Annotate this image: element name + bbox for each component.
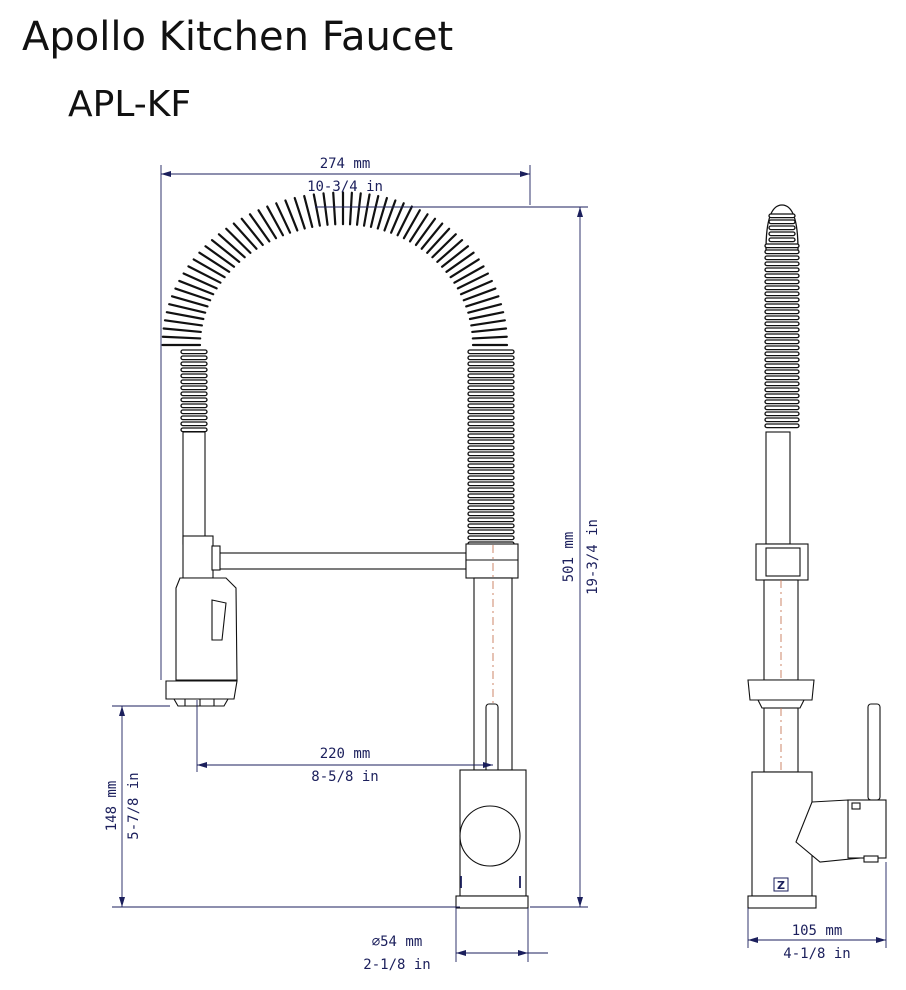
spring-coil-front bbox=[161, 191, 515, 547]
pull-down-hose bbox=[182, 431, 206, 545]
valve-cap bbox=[459, 805, 521, 867]
dimension-reach: 220 mm 8-5/8 in bbox=[196, 700, 493, 785]
dimension-depth: 105 mm 4-1/8 in bbox=[747, 862, 887, 962]
base-metric: ∅54 mm bbox=[372, 934, 423, 950]
model-number: APL-KF bbox=[68, 84, 192, 125]
spray-head-front bbox=[165, 535, 238, 707]
dimension-base: ∅54 mm 2-1/8 in bbox=[363, 908, 548, 973]
height-imperial: 19-3/4 in bbox=[585, 519, 601, 595]
side-hose bbox=[765, 431, 791, 545]
base-imperial: 2-1/8 in bbox=[363, 957, 430, 973]
side-spray-ring bbox=[747, 679, 815, 701]
dimension-spout-height: 148 mm 5-7/8 in bbox=[104, 705, 460, 908]
side-view: Z bbox=[747, 204, 887, 909]
page-title: Apollo Kitchen Faucet bbox=[22, 14, 454, 60]
side-lever-handle bbox=[867, 703, 881, 801]
spout-collar bbox=[465, 543, 519, 579]
dimension-width: 274 mm 10-3/4 in bbox=[160, 156, 531, 680]
spout-height-imperial: 5-7/8 in bbox=[126, 772, 142, 839]
spring-coil-side bbox=[764, 204, 800, 429]
depth-metric: 105 mm bbox=[792, 923, 843, 939]
front-view bbox=[161, 191, 529, 909]
depth-imperial: 4-1/8 in bbox=[783, 946, 850, 962]
connector-bar bbox=[213, 552, 467, 570]
side-base-plate bbox=[747, 895, 817, 909]
width-metric: 274 mm bbox=[320, 156, 371, 172]
reach-imperial: 8-5/8 in bbox=[311, 769, 378, 785]
brand-logo-letter: Z bbox=[777, 879, 785, 892]
base-plate bbox=[455, 895, 529, 909]
spray-button bbox=[211, 599, 227, 641]
spout-height-metric: 148 mm bbox=[104, 781, 120, 832]
dimension-height: 501 mm 19-3/4 in bbox=[315, 206, 601, 908]
reach-metric: 220 mm bbox=[320, 746, 371, 762]
width-imperial: 10-3/4 in bbox=[307, 179, 383, 195]
brand-logo bbox=[773, 877, 789, 892]
height-metric: 501 mm bbox=[561, 532, 577, 583]
